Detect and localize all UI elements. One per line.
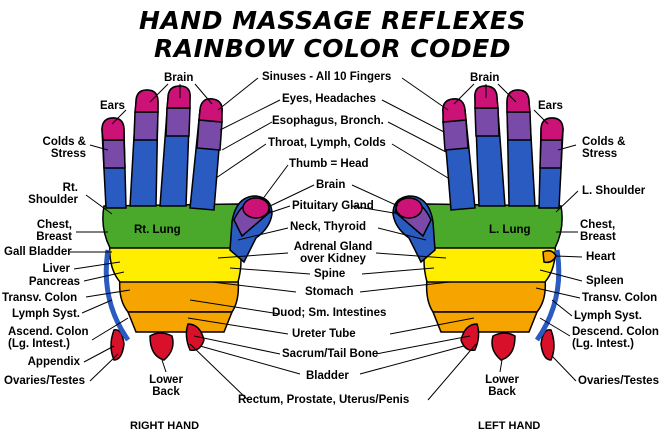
label-adrenal: Adrenal Gland over Kidney <box>293 241 373 265</box>
left-heart-spot <box>542 249 557 264</box>
label-pancreas: Pancreas <box>28 276 80 288</box>
label-liver: Liver <box>42 263 71 275</box>
label-heart: Heart <box>586 251 616 263</box>
right-lower-back-spot <box>149 332 174 361</box>
label-chest-breast-left-hand: Chest, Breast <box>580 219 616 243</box>
label-brain-left-hand: Brain <box>470 72 500 84</box>
leader-lines <box>70 77 583 401</box>
right-finger-4-band <box>196 119 223 151</box>
label-stomach: Stomach <box>305 286 354 298</box>
label-lymph-syst-right-hand: Lymph Syst. <box>12 308 80 320</box>
label-throat: Throat, Lymph, Colds <box>268 137 386 149</box>
right-finger-3-band <box>165 107 191 137</box>
right-finger-4-tip <box>198 98 223 123</box>
label-lower-back-right-hand: Lower Back <box>149 374 183 398</box>
right-finger-2-tip <box>134 89 159 113</box>
label-l-shoulder: L. Shoulder <box>582 185 646 197</box>
label-ears-right-hand: Ears <box>100 100 125 112</box>
left-finger-1-tip <box>540 117 564 141</box>
label-duod: Duod; Sm. Intestines <box>272 307 387 319</box>
right-hand-caption: RIGHT HAND <box>130 420 200 432</box>
label-eyes-headaches: Eyes, Headaches <box>282 93 376 105</box>
label-chest-breast-right-hand: Chest, Breast <box>36 219 72 243</box>
left-finger-2-band <box>506 111 532 141</box>
label-sinuses: Sinuses - All 10 Fingers <box>262 71 392 83</box>
label-bladder: Bladder <box>306 370 349 382</box>
label-neck-thyroid: Neck, Thyroid <box>290 221 367 233</box>
left-finger-3-band <box>474 107 500 137</box>
right-ovaries-spot <box>185 323 205 352</box>
right-thumb-tip <box>242 197 270 219</box>
label-ears-left-hand: Ears <box>538 100 563 112</box>
label-transv-colon-left-hand: Transv. Colon <box>582 292 658 304</box>
right-hand-illustration <box>101 85 273 361</box>
label-transv-colon-right-hand: Transv. Colon <box>2 292 78 304</box>
label-esophagus: Esophagus, Bronch. <box>272 115 384 127</box>
left-red-spot <box>460 323 480 352</box>
left-hand-caption: LEFT HAND <box>478 420 541 432</box>
label-descend-colon: Descend. Colon (Lg. Intest.) <box>572 326 659 350</box>
left-lower-back-spot <box>491 332 516 361</box>
label-pituitary: Pituitary Gland <box>292 200 374 212</box>
label-lower-back-left-hand: Lower Back <box>485 374 519 398</box>
left-finger-1-band <box>539 139 563 169</box>
right-finger-1-tip <box>101 117 125 141</box>
label-brain-center: Brain <box>316 179 346 191</box>
label-ovaries-testes-right-hand: Ovaries/Testes <box>4 375 85 387</box>
left-finger-4-band <box>442 119 469 151</box>
label-gall-bladder: Gall Bladder <box>4 246 72 258</box>
label-sacrum: Sacrum/Tail Bone <box>282 348 379 360</box>
right-finger-2-band <box>133 111 159 141</box>
left-finger-2-tip <box>506 89 531 113</box>
label-appendix: Appendix <box>27 356 80 368</box>
label-colds-stress-left-hand: Colds & Stress <box>582 136 626 160</box>
right-lung-label: Rt. Lung <box>134 224 181 236</box>
right-finger-3-tip <box>166 85 191 109</box>
label-ureter: Ureter Tube <box>292 328 356 340</box>
label-spleen: Spleen <box>586 275 624 287</box>
label-spine: Spine <box>314 268 346 280</box>
right-lymph-arc <box>103 249 131 342</box>
left-lymph-arc <box>534 249 562 342</box>
right-wrist <box>126 311 234 333</box>
label-ascend-colon: Ascend. Colon (Lg. Intest.) <box>8 326 89 350</box>
label-ovaries-testes-left-hand: Ovaries/Testes <box>578 375 659 387</box>
label-rt-shoulder: Rt. Shoulder <box>28 182 78 206</box>
left-wrist <box>431 311 539 333</box>
label-thumb-head: Thumb = Head <box>289 158 369 170</box>
label-brain-right-hand: Brain <box>164 72 194 84</box>
left-finger-4-tip <box>442 98 467 123</box>
label-colds-stress-right-hand: Colds & Stress <box>42 136 86 160</box>
left-lung-label: L. Lung <box>489 224 531 236</box>
title-line-2: RAINBOW COLOR CODED <box>154 34 511 63</box>
label-rectum: Rectum, Prostate, Uterus/Penis <box>238 394 410 406</box>
left-hand-illustration <box>392 85 564 361</box>
label-lymph-syst-left-hand: Lymph Syst. <box>574 310 642 322</box>
left-thumb-tip <box>395 197 423 219</box>
right-finger-1-band <box>102 139 126 169</box>
title-line-1: HAND MASSAGE REFLEXES <box>139 6 526 35</box>
